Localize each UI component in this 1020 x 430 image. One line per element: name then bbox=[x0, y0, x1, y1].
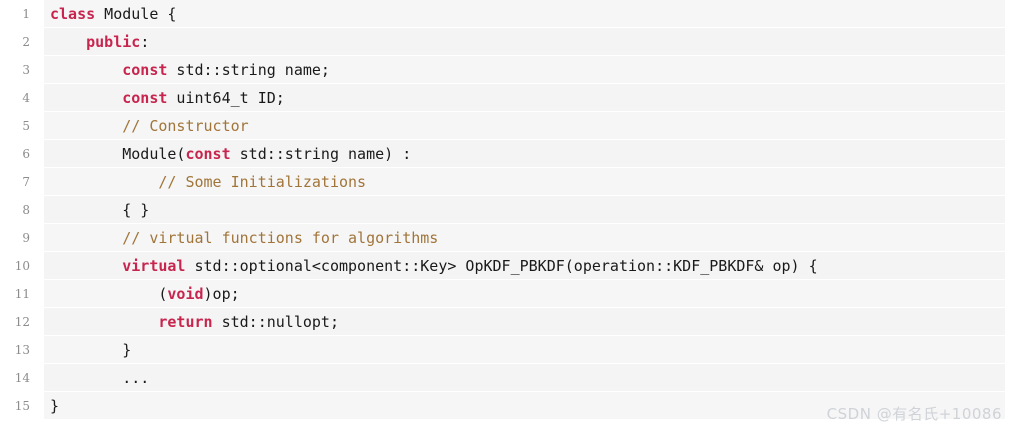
watermark: CSDN @有名氏+10086 bbox=[826, 405, 1002, 423]
code-line-content: public: bbox=[44, 28, 1020, 56]
code-token-kw: const bbox=[122, 89, 168, 107]
code-token-pl bbox=[50, 89, 122, 107]
code-token-pl: Module { bbox=[95, 5, 177, 23]
code-line-content: ... bbox=[44, 364, 1020, 392]
code-line-content: // virtual functions for algorithms bbox=[44, 224, 1020, 252]
line-number: 11 bbox=[14, 287, 30, 301]
code-line-content: // Some Initializations bbox=[44, 168, 1020, 196]
code-token-pl bbox=[50, 257, 122, 275]
code-token-pl: )op; bbox=[203, 285, 240, 303]
code-line-content: const std::string name; bbox=[44, 56, 1020, 84]
code-token-cm: // Some Initializations bbox=[158, 173, 367, 191]
code-token-cm: // virtual functions for algorithms bbox=[122, 229, 439, 247]
code-line-content: } bbox=[44, 336, 1020, 364]
code-line: 6 Module(const std::string name) : bbox=[0, 140, 1020, 168]
code-line: 1 class Module { bbox=[0, 0, 1020, 28]
code-line-content: return std::nullopt; bbox=[44, 308, 1020, 336]
code-line: 5 // Constructor bbox=[0, 112, 1020, 140]
code-line: 7 // Some Initializations bbox=[0, 168, 1020, 196]
code-line-content: } bbox=[44, 392, 1020, 420]
code-token-pl bbox=[50, 173, 158, 191]
code-token-kw: const bbox=[185, 145, 231, 163]
line-number: 9 bbox=[22, 231, 30, 245]
code-token-kw: const bbox=[122, 61, 168, 79]
code-line: 3 const std::string name; bbox=[0, 56, 1020, 84]
line-number: 8 bbox=[22, 203, 30, 217]
code-line-content: { } bbox=[44, 196, 1020, 224]
line-number: 13 bbox=[14, 343, 30, 357]
line-number: 10 bbox=[14, 259, 30, 273]
line-number: 4 bbox=[22, 91, 30, 105]
line-number: 2 bbox=[22, 35, 30, 49]
line-number: 6 bbox=[22, 147, 30, 161]
line-number: 5 bbox=[22, 119, 30, 133]
code-line-content: (void)op; bbox=[44, 280, 1020, 308]
code-line: 9 // virtual functions for algorithms bbox=[0, 224, 1020, 252]
code-token-kw: public bbox=[86, 33, 141, 51]
line-number: 15 bbox=[14, 399, 30, 413]
code-token-cm: // Constructor bbox=[122, 117, 249, 135]
code-token-kw: return bbox=[158, 313, 213, 331]
code-line-content: Module(const std::string name) : bbox=[44, 140, 1020, 168]
code-line: 12 return std::nullopt; bbox=[0, 308, 1020, 336]
code-token-pl: std::string name) : bbox=[230, 145, 412, 163]
code-line: 4 const uint64_t ID; bbox=[0, 84, 1020, 112]
code-token-pl bbox=[50, 313, 158, 331]
code-line-content: class Module { bbox=[44, 0, 1020, 28]
code-token-pl: std::string name; bbox=[167, 61, 330, 79]
line-number: 1 bbox=[22, 7, 30, 21]
code-token-pl: } bbox=[50, 397, 60, 415]
code-token-pl: Module( bbox=[50, 145, 186, 163]
line-number: 14 bbox=[14, 371, 30, 385]
code-token-pl bbox=[50, 33, 86, 51]
code-token-pl: std::nullopt; bbox=[212, 313, 339, 331]
code-token-pl: ... bbox=[50, 369, 150, 387]
code-line-content: const uint64_t ID; bbox=[44, 84, 1020, 112]
code-token-kw: virtual bbox=[122, 257, 186, 275]
code-token-pl bbox=[50, 229, 122, 247]
code-line-content: virtual std::optional<component::Key> Op… bbox=[44, 252, 1020, 280]
code-line: 13 } bbox=[0, 336, 1020, 364]
code-token-pl bbox=[50, 117, 122, 135]
line-number: 3 bbox=[22, 63, 30, 77]
code-token-pl: ( bbox=[50, 285, 168, 303]
code-line: 11 (void)op; bbox=[0, 280, 1020, 308]
code-line: 8 { } bbox=[0, 196, 1020, 224]
code-line: 10 virtual std::optional<component::Key>… bbox=[0, 252, 1020, 280]
code-line-content: // Constructor bbox=[44, 112, 1020, 140]
code-line: 2 public: bbox=[0, 28, 1020, 56]
code-token-pl: : bbox=[140, 33, 150, 51]
code-token-kw: void bbox=[167, 285, 204, 303]
line-number: 7 bbox=[22, 175, 30, 189]
code-token-pl: } bbox=[50, 341, 132, 359]
code-token-pl: uint64_t ID; bbox=[167, 89, 285, 107]
code-token-pl bbox=[50, 61, 122, 79]
code-token-pl: std::optional<component::Key> OpKDF_PBKD… bbox=[185, 257, 818, 275]
code-token-kw: class bbox=[50, 5, 96, 23]
line-number: 12 bbox=[14, 315, 30, 329]
code-line: 14 ... bbox=[0, 364, 1020, 392]
code-token-pl: { } bbox=[50, 201, 150, 219]
